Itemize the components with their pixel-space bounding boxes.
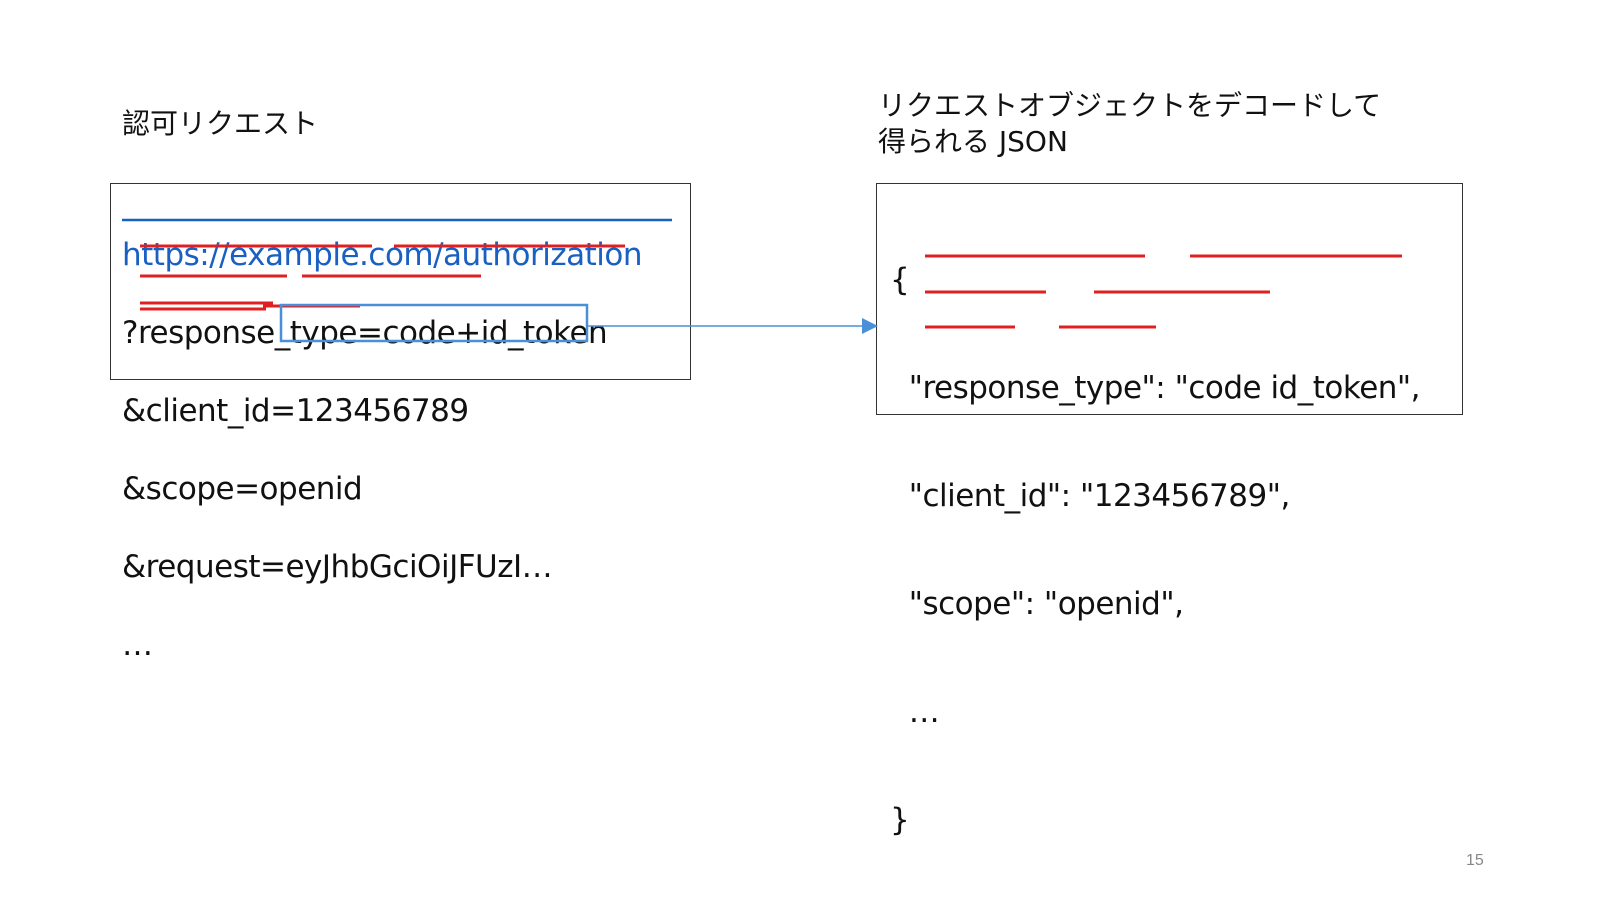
param-request: &request=eyJhbGciOiJFUzI…	[122, 549, 553, 585]
json-client-id: "client_id": "123456789",	[890, 478, 1291, 514]
request-text: https://example.com/authorization ?respo…	[122, 190, 642, 684]
json-response-type: "response_type": "code id_token",	[890, 370, 1421, 406]
json-title: リクエストオブジェクトをデコードして 得られる JSON	[878, 88, 1381, 160]
request-title: 認可リクエスト	[122, 107, 319, 140]
request-ellipsis: …	[122, 627, 153, 663]
param-scope: &scope=openid	[122, 471, 363, 507]
param-response-type: ?response_type=code+id_token	[122, 315, 608, 351]
json-open-brace: {	[890, 262, 910, 298]
json-close-brace: }	[890, 802, 910, 838]
json-title-line-1: リクエストオブジェクトをデコードして	[878, 89, 1382, 122]
param-client-id: &client_id=123456789	[122, 393, 469, 429]
json-text: { "response_type": "code id_token", "cli…	[890, 190, 1421, 874]
request-box	[110, 183, 691, 380]
json-box	[876, 183, 1463, 415]
json-ellipsis: …	[890, 694, 940, 730]
page-number: 15	[1466, 852, 1484, 869]
authorization-url[interactable]: https://example.com/authorization	[122, 237, 642, 273]
json-scope: "scope": "openid",	[890, 586, 1184, 622]
json-title-line-2: 得られる JSON	[878, 125, 1068, 158]
